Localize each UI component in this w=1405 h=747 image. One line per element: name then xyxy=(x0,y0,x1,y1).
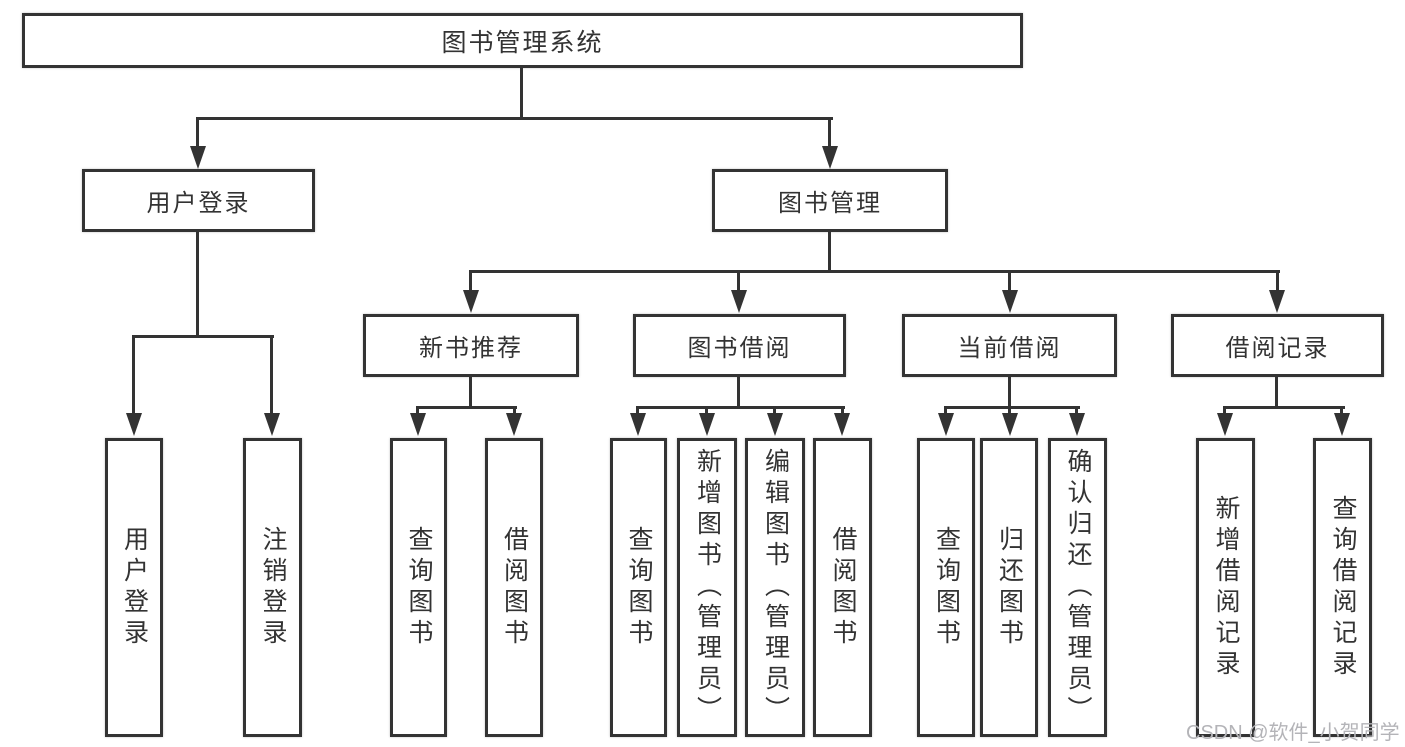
connector-line xyxy=(416,406,419,415)
leaf-query-books-recommend: 查询图书 xyxy=(390,438,447,737)
leaf-label: 注销登录 xyxy=(259,525,287,650)
connector-line xyxy=(1008,270,1011,293)
connector-line xyxy=(737,377,740,407)
node-label: 借阅记录 xyxy=(1225,335,1330,362)
connector-line xyxy=(705,406,708,415)
connector-line xyxy=(828,232,831,273)
node-book-management: 图书管理 xyxy=(712,169,948,232)
arrowhead-down-icon xyxy=(822,146,838,169)
connector-line xyxy=(196,117,833,120)
leaf-confirm-return-admin: 确认归还（管理员） xyxy=(1048,438,1107,737)
connector-line xyxy=(132,335,135,415)
arrowhead-down-icon xyxy=(1334,413,1350,436)
connector-line xyxy=(196,117,199,150)
arrowhead-down-icon xyxy=(264,413,280,436)
node-new-book-recommendation: 新书推荐 xyxy=(363,314,579,377)
leaf-label: 新增图书（管理员） xyxy=(693,448,722,727)
connector-line xyxy=(944,406,1080,409)
node-user-login: 用户登录 xyxy=(82,169,315,232)
arrowhead-down-icon xyxy=(834,413,850,436)
connector-line xyxy=(1075,406,1078,415)
connector-line xyxy=(469,377,472,407)
node-label: 图书管理系统 xyxy=(441,28,604,57)
connector-line xyxy=(1276,270,1279,293)
arrowhead-down-icon xyxy=(630,413,646,436)
leaf-label: 查询图书 xyxy=(405,525,433,650)
leaf-label: 借阅图书 xyxy=(500,525,529,650)
node-label: 新书推荐 xyxy=(419,335,523,362)
connector-line xyxy=(520,68,523,120)
connector-line xyxy=(841,406,844,415)
leaf-add-books-admin: 新增图书（管理员） xyxy=(677,438,737,737)
node-library-management-system: 图书管理系统 xyxy=(22,13,1023,68)
node-label: 用户登录 xyxy=(146,190,251,217)
arrowhead-down-icon xyxy=(699,413,715,436)
arrowhead-down-icon xyxy=(1002,413,1018,436)
arrowhead-down-icon xyxy=(463,290,479,313)
connector-line xyxy=(270,335,273,415)
connector-line xyxy=(416,406,517,409)
connector-line xyxy=(773,406,776,415)
node-label: 当前借阅 xyxy=(957,335,1062,362)
arrowhead-down-icon xyxy=(1002,290,1018,313)
arrowhead-down-icon xyxy=(506,413,522,436)
leaf-label: 查询图书 xyxy=(932,525,961,650)
leaf-borrow-books-recommend: 借阅图书 xyxy=(485,438,543,737)
arrowhead-down-icon xyxy=(1069,413,1085,436)
node-borrowing-records: 借阅记录 xyxy=(1171,314,1384,377)
arrowhead-down-icon xyxy=(410,413,426,436)
csdn-watermark: CSDN @软件_小贺同学 xyxy=(1186,722,1400,744)
connector-line xyxy=(1275,377,1278,407)
leaf-label: 借阅图书 xyxy=(829,525,857,650)
connector-line xyxy=(1340,406,1343,415)
leaf-user-login: 用户登录 xyxy=(105,438,163,737)
leaf-borrow-books-borrowing: 借阅图书 xyxy=(813,438,872,737)
connector-line xyxy=(737,270,740,293)
leaf-label: 新增借阅记录 xyxy=(1212,494,1240,681)
connector-line xyxy=(636,406,845,409)
node-current-borrowing: 当前借阅 xyxy=(902,314,1117,377)
connector-line xyxy=(944,406,947,415)
arrowhead-down-icon xyxy=(190,146,206,169)
connector-line xyxy=(132,335,274,338)
connector-line xyxy=(513,406,516,415)
leaf-label: 查询借阅记录 xyxy=(1329,494,1357,681)
connector-line xyxy=(1008,377,1011,407)
node-label: 图书管理 xyxy=(778,190,882,217)
connector-line xyxy=(469,270,472,293)
connector-line xyxy=(636,406,639,415)
leaf-add-borrowing-record: 新增借阅记录 xyxy=(1196,438,1255,737)
leaf-query-borrowing-record: 查询借阅记录 xyxy=(1313,438,1372,737)
leaf-label: 用户登录 xyxy=(120,525,149,650)
leaf-edit-books-admin: 编辑图书（管理员） xyxy=(745,438,805,737)
connector-line xyxy=(196,232,199,335)
arrowhead-down-icon xyxy=(938,413,954,436)
arrowhead-down-icon xyxy=(1217,413,1233,436)
arrowhead-down-icon xyxy=(126,413,142,436)
connector-line xyxy=(1223,406,1226,415)
leaf-return-books: 归还图书 xyxy=(980,438,1038,737)
leaf-label: 查询图书 xyxy=(625,525,653,650)
arrowhead-down-icon xyxy=(767,413,783,436)
connector-line xyxy=(1008,406,1011,415)
leaf-query-books-current: 查询图书 xyxy=(917,438,975,737)
arrowhead-down-icon xyxy=(731,290,747,313)
arrowhead-down-icon xyxy=(1269,290,1285,313)
connector-line xyxy=(469,270,1280,273)
leaf-logout: 注销登录 xyxy=(243,438,302,737)
leaf-query-books-borrowing: 查询图书 xyxy=(610,438,667,737)
leaf-label: 确认归还（管理员） xyxy=(1064,448,1092,727)
leaf-label: 编辑图书（管理员） xyxy=(761,448,790,727)
node-book-borrowing: 图书借阅 xyxy=(633,314,846,377)
leaf-label: 归还图书 xyxy=(995,525,1024,650)
connector-line xyxy=(828,117,831,150)
connector-line xyxy=(1223,406,1345,409)
node-label: 图书借阅 xyxy=(687,335,792,362)
